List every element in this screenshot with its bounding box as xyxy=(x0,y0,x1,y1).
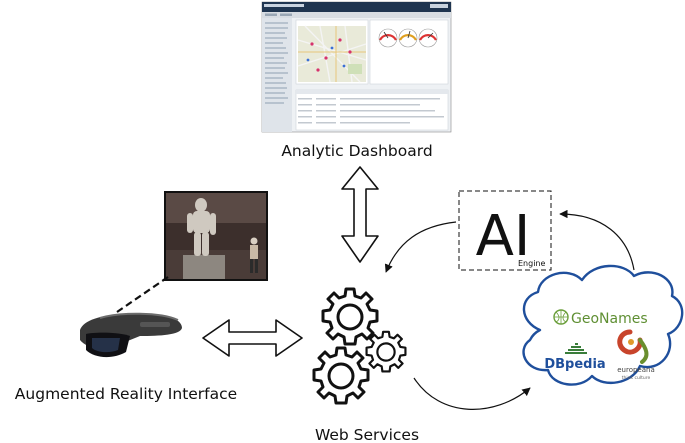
europeana-label: europeana xyxy=(617,366,655,374)
ar-label: Augmented Reality Interface xyxy=(15,385,237,403)
dashboard-sidebar xyxy=(262,18,292,132)
dashboard-header-bar xyxy=(262,2,451,12)
double-arrow-horizontal-icon xyxy=(202,319,303,357)
statue-photo xyxy=(164,191,268,281)
cloud-icon xyxy=(522,264,684,386)
dbpedia-label: DBpedia xyxy=(544,357,605,372)
europeana-logo: europeana think culture xyxy=(617,329,655,381)
geonames-label: GeoNames xyxy=(571,311,648,327)
dashboard-screenshot xyxy=(261,1,452,133)
arrow-services-to-cloud xyxy=(413,377,531,410)
geonames-logo: GeoNames xyxy=(553,309,648,327)
arrow-cloud-to-ai xyxy=(559,209,635,271)
double-arrow-vertical-icon xyxy=(341,166,379,263)
ai-label: AI xyxy=(476,204,531,269)
ar-headset-icon xyxy=(80,312,182,358)
europeana-sub-label: think culture xyxy=(622,375,651,381)
dashboard-label: Analytic Dashboard xyxy=(281,142,432,160)
dbpedia-logo: DBpedia xyxy=(544,343,606,372)
gears-icon xyxy=(312,287,407,405)
engine-label: Engine xyxy=(518,259,545,268)
photo-connector xyxy=(116,276,169,313)
ai-engine-box: AI Engine xyxy=(458,190,552,271)
arrow-ai-to-services xyxy=(384,221,457,273)
gauge-thumbnails xyxy=(378,28,438,48)
web-services-label: Web Services xyxy=(315,426,419,443)
